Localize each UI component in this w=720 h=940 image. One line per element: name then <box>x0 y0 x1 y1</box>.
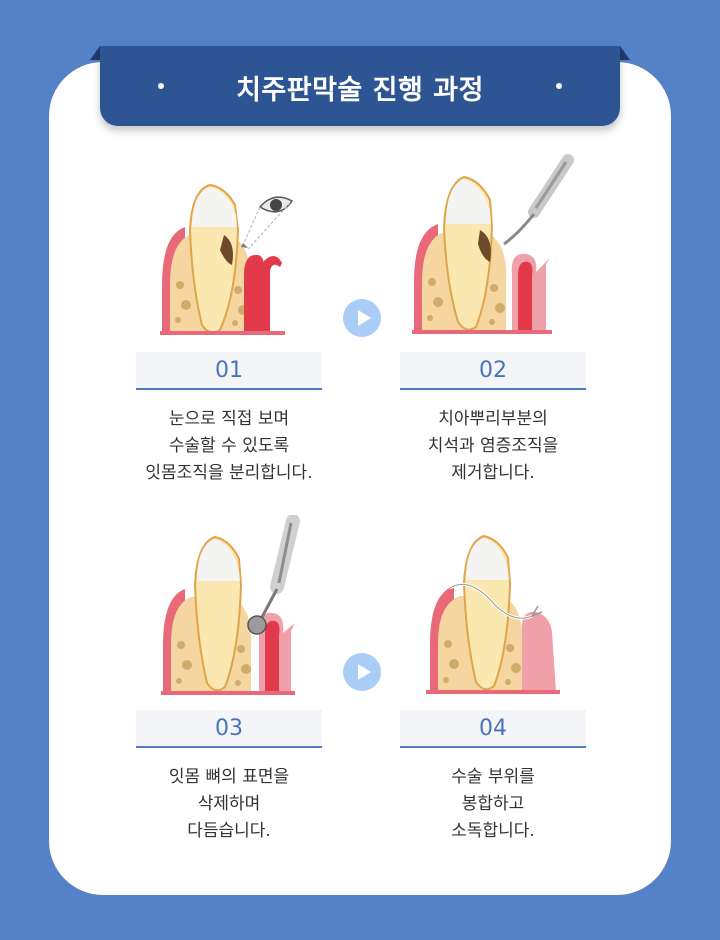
banner-dot-left <box>158 83 164 89</box>
description-line: 치아뿌리부분의 <box>438 409 548 429</box>
step-description: 잇몸 뼈의 표면을 삭제하며 다듬습니다. <box>96 764 362 845</box>
description-line: 삭제하며 <box>197 794 261 814</box>
step-3-illustration <box>161 515 300 695</box>
description-line: 봉합하고 <box>461 794 525 814</box>
header-banner: 치주판막술 진행 과정 <box>100 46 620 126</box>
banner-fold-right <box>620 46 630 60</box>
next-arrow-icon <box>343 653 381 691</box>
page-title: 치주판막술 진행 과정 <box>236 75 484 106</box>
step-description: 수술 부위를 봉합하고 소독합니다. <box>360 764 626 845</box>
description-line: 잇몸 뼈의 표면을 <box>168 767 290 787</box>
eye-icon <box>241 196 294 250</box>
next-arrow-icon <box>343 299 381 337</box>
description-line: 잇몸조직을 분리합니다. <box>145 463 313 483</box>
bur-icon <box>247 515 300 635</box>
description-line: 치석과 염증조직을 <box>427 436 559 456</box>
description-line: 제거합니다. <box>451 463 535 483</box>
step-number: 03 <box>136 710 322 748</box>
description-line: 다듬습니다. <box>187 821 271 841</box>
banner-dot-right <box>556 83 562 89</box>
step-description: 눈으로 직접 보며 수술할 수 있도록 잇몸조직을 분리합니다. <box>96 406 362 487</box>
step-4-illustration <box>426 534 560 694</box>
step-2-illustration <box>412 154 574 334</box>
description-line: 수술할 수 있도록 <box>168 436 290 456</box>
description-line: 수술 부위를 <box>451 767 535 787</box>
suture-icon <box>449 583 543 620</box>
description-line: 눈으로 직접 보며 <box>168 409 290 429</box>
scaler-icon <box>503 154 574 246</box>
content-card <box>49 62 671 895</box>
step-number: 04 <box>400 710 586 748</box>
step-number: 01 <box>136 352 322 390</box>
description-line: 소독합니다. <box>451 821 535 841</box>
step-number: 02 <box>400 352 586 390</box>
banner-fold-left <box>90 46 100 60</box>
step-1-illustration <box>160 183 294 335</box>
step-description: 치아뿌리부분의 치석과 염증조직을 제거합니다. <box>360 406 626 487</box>
